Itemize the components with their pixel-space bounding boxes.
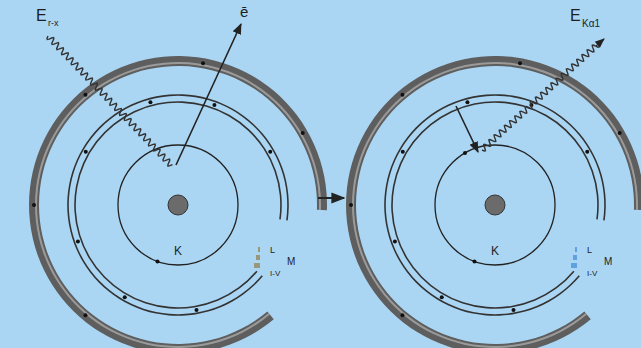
- l-shell: [74, 101, 282, 309]
- shell-label: K: [174, 245, 182, 257]
- nucleus: [168, 195, 188, 215]
- k-shell: [435, 145, 555, 265]
- electron: [585, 150, 589, 154]
- l-shell: [391, 101, 599, 309]
- shell-label: L: [270, 246, 275, 255]
- electron: [618, 131, 622, 135]
- electron: [393, 239, 397, 243]
- l-shell: [384, 94, 606, 316]
- nucleus: [485, 195, 505, 215]
- electron: [301, 131, 305, 135]
- shell-label: M: [287, 257, 295, 267]
- electron: [76, 239, 80, 243]
- atom-shells: [29, 56, 641, 348]
- electron-transition: [456, 106, 478, 152]
- electron-label: ē: [240, 4, 248, 19]
- subshell-label: I: [258, 246, 260, 253]
- m-shell: [346, 56, 641, 348]
- subshell-label: III: [254, 262, 260, 269]
- electron: [463, 151, 467, 155]
- m-shell-highlight: [352, 62, 638, 348]
- electron: [400, 313, 404, 317]
- energy-subscript: r-x: [48, 19, 59, 28]
- energy-symbol: E: [570, 8, 581, 24]
- energy-symbol: E: [36, 8, 47, 24]
- m-shell: [29, 56, 327, 348]
- incident-photon: [47, 36, 172, 166]
- l-shell: [67, 94, 289, 316]
- electron: [472, 259, 476, 263]
- electron: [212, 103, 216, 107]
- electron: [349, 203, 353, 207]
- electron: [148, 100, 152, 104]
- atom: [29, 56, 327, 348]
- x-ray-photons: [47, 36, 604, 166]
- electron: [465, 100, 469, 104]
- subshell-label: I-V: [270, 270, 280, 278]
- electron: [32, 203, 36, 207]
- electron: [84, 150, 88, 154]
- electron: [511, 308, 515, 312]
- subshell-label: I: [575, 246, 577, 253]
- energy-subscript: Kα1: [582, 19, 600, 29]
- process-arrow: [318, 197, 344, 199]
- photon-head: [596, 39, 604, 46]
- electron: [123, 295, 127, 299]
- shell-label: M: [604, 257, 612, 267]
- subshell-label: I-V: [587, 270, 597, 278]
- emitted-photon: [482, 45, 599, 151]
- subshell-label: II: [256, 254, 260, 261]
- electron: [83, 313, 87, 317]
- m-shell-highlight: [35, 62, 321, 348]
- electron: [268, 150, 272, 154]
- shell-label: K: [491, 245, 499, 257]
- electron: [201, 61, 205, 65]
- subshell-label: II: [573, 254, 577, 261]
- electron: [83, 93, 87, 97]
- electron: [400, 93, 404, 97]
- electron: [440, 295, 444, 299]
- k-shell: [118, 145, 238, 265]
- shell-label: L: [587, 246, 592, 255]
- electron: [194, 308, 198, 312]
- electron: [155, 259, 159, 263]
- electron: [518, 61, 522, 65]
- electron-track: [176, 24, 241, 165]
- atom: [346, 56, 641, 348]
- subshell-label: III: [571, 262, 577, 269]
- electron: [401, 150, 405, 154]
